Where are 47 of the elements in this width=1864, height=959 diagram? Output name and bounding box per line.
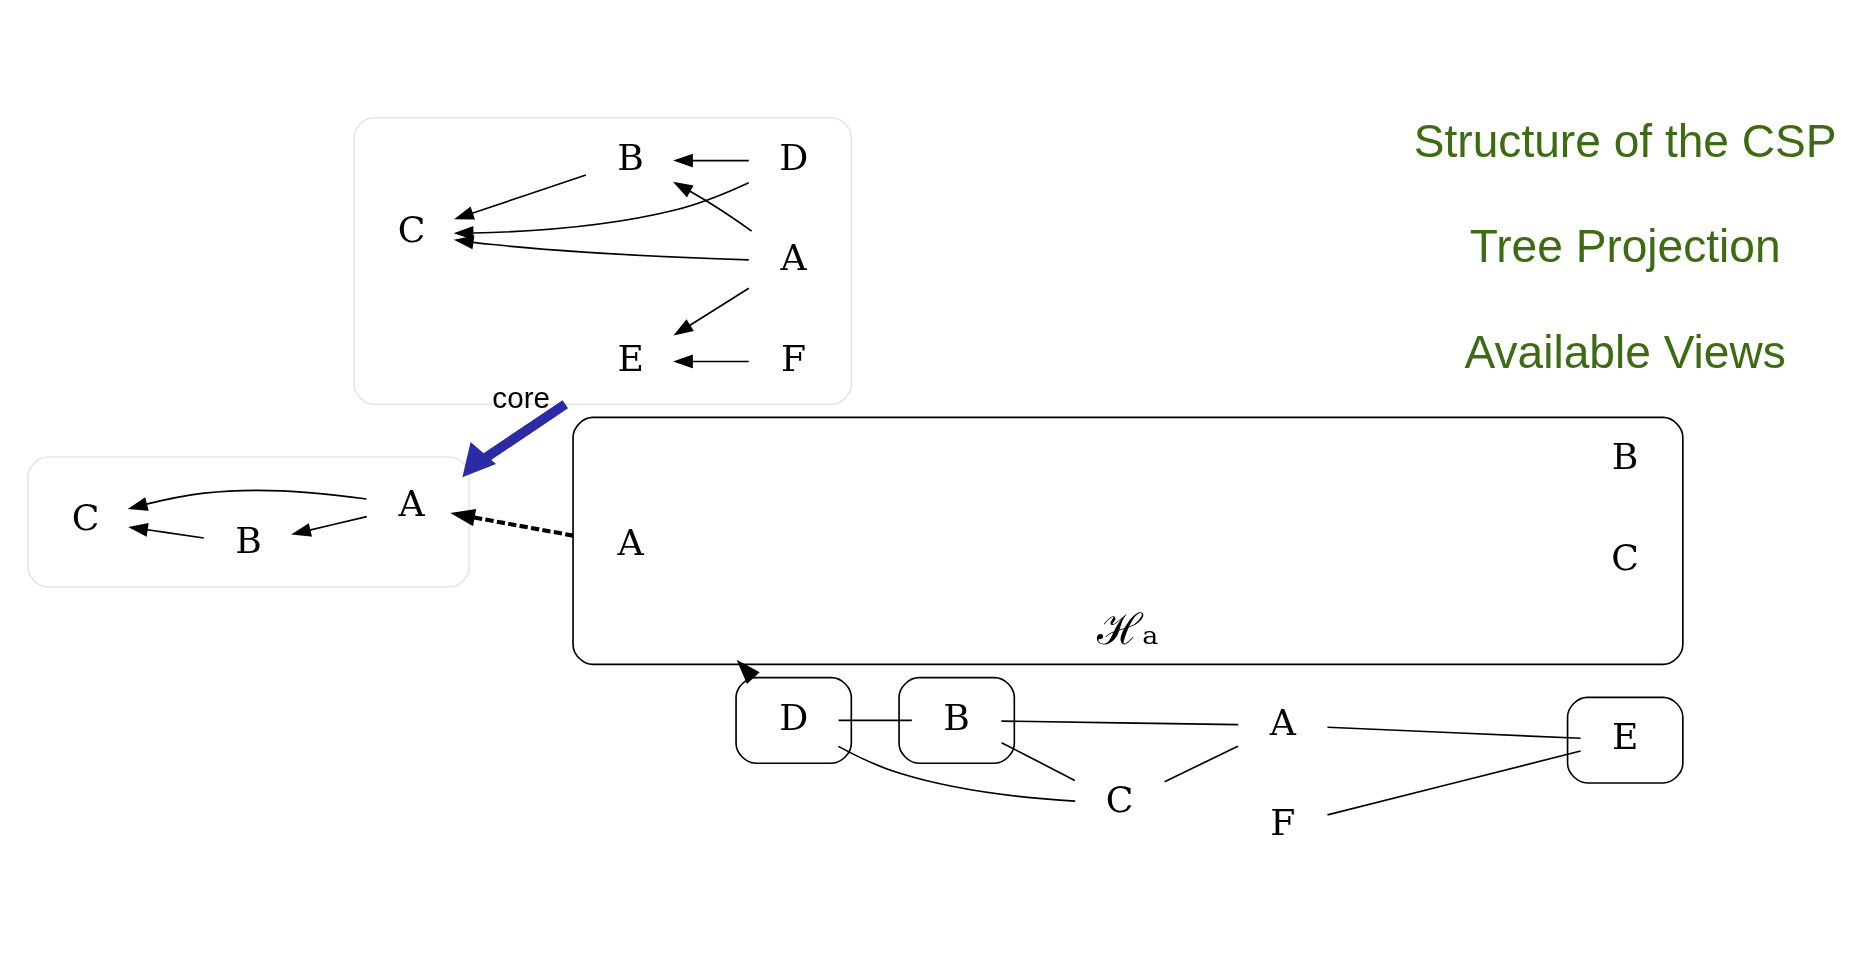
arrow bbox=[673, 354, 750, 368]
arrow bbox=[673, 153, 750, 167]
node-text: C bbox=[1105, 777, 1134, 821]
arrow bbox=[673, 286, 750, 336]
arrow bbox=[128, 522, 205, 539]
connector bbox=[1326, 725, 1582, 739]
node-text: C bbox=[397, 207, 426, 251]
connector bbox=[1326, 749, 1582, 816]
node-text: B bbox=[617, 135, 644, 179]
edge-label: core bbox=[492, 380, 551, 414]
cluster bbox=[898, 676, 1016, 764]
arrow bbox=[453, 235, 750, 261]
node-text: A bbox=[398, 481, 425, 525]
connector bbox=[1163, 744, 1239, 783]
arrow bbox=[127, 489, 368, 511]
node-text: D bbox=[779, 135, 809, 179]
node-text: C bbox=[1611, 535, 1640, 579]
cluster bbox=[27, 455, 471, 588]
label: Structure of the CSP bbox=[1413, 114, 1837, 167]
node-text: E bbox=[617, 336, 644, 380]
node-text: B bbox=[1611, 434, 1639, 478]
connector bbox=[837, 719, 913, 721]
arrow bbox=[291, 515, 368, 537]
node-text: A bbox=[617, 520, 644, 564]
arrow bbox=[736, 659, 760, 684]
connector bbox=[1000, 719, 1240, 725]
node-text: F bbox=[781, 336, 807, 380]
node-text: B bbox=[235, 518, 262, 562]
label: Available Views bbox=[1464, 325, 1786, 378]
node-text: D bbox=[779, 695, 809, 739]
node-text: F bbox=[1270, 800, 1296, 844]
node-label: ℋₐ bbox=[1097, 603, 1159, 654]
node-text: C bbox=[71, 495, 100, 539]
node-text: A bbox=[1269, 700, 1296, 744]
node-text: B bbox=[943, 695, 971, 739]
arrow bbox=[672, 181, 753, 232]
connector bbox=[837, 745, 1076, 802]
node-text: E bbox=[1611, 714, 1639, 758]
arrow bbox=[462, 399, 569, 477]
node-text: A bbox=[780, 235, 807, 279]
connector bbox=[1000, 741, 1076, 781]
arrow bbox=[450, 508, 574, 538]
label: Tree Projection bbox=[1469, 219, 1781, 272]
cluster bbox=[1566, 696, 1684, 784]
arrow bbox=[453, 181, 750, 240]
arrow bbox=[454, 173, 587, 220]
cluster bbox=[572, 416, 1684, 665]
